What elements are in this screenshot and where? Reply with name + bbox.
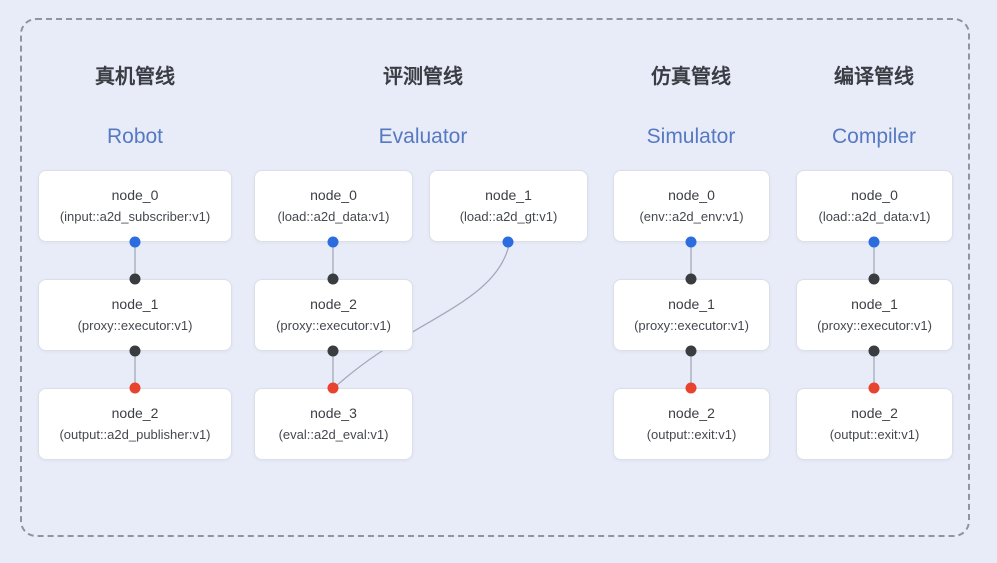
pipeline-title-en: Evaluator <box>378 125 468 148</box>
red-port-dot <box>129 382 141 394</box>
red-port-dot <box>685 382 697 394</box>
node-title: node_1 <box>851 296 898 312</box>
simulator-node-1: node_1 (proxy::executor:v1) <box>613 279 770 351</box>
black-port-dot <box>868 273 880 285</box>
blue-port-dot <box>327 236 339 248</box>
simulator-node-0: node_0 (env::a2d_env:v1) <box>613 170 770 242</box>
node-title: node_2 <box>111 405 159 421</box>
red-port-dot <box>327 382 339 394</box>
node-title: node_1 <box>668 296 715 312</box>
header-simulator: 仿真管线 Simulator <box>571 64 811 150</box>
evaluator-node-3: node_3 (eval::a2d_eval:v1) <box>254 388 413 460</box>
node-title: node_0 <box>310 187 357 203</box>
node-title: node_1 <box>111 296 159 312</box>
robot-node-0: node_0 (input::a2d_subscriber:v1) <box>38 170 232 242</box>
node-title: node_0 <box>851 187 898 203</box>
black-port-dot <box>685 273 697 285</box>
pipeline-title-zh: 编译管线 <box>834 66 914 88</box>
node-subtitle: (proxy::executor:v1) <box>634 318 749 333</box>
blue-port-dot <box>502 236 514 248</box>
node-subtitle: (load::a2d_gt:v1) <box>459 209 558 224</box>
node-subtitle: (eval::a2d_eval:v1) <box>278 427 389 442</box>
node-subtitle: (env::a2d_env:v1) <box>639 209 744 224</box>
red-port-dot <box>868 382 880 394</box>
black-port-dot <box>129 345 141 357</box>
compiler-node-2: node_2 (output::exit:v1) <box>796 388 953 460</box>
header-compiler: 编译管线 Compiler <box>754 64 994 150</box>
node-subtitle: (output::exit:v1) <box>646 427 737 442</box>
black-port-dot <box>327 273 339 285</box>
robot-node-2: node_2 (output::a2d_publisher:v1) <box>38 388 232 460</box>
blue-port-dot <box>685 236 697 248</box>
node-title: node_1 <box>485 187 532 203</box>
pipeline-title-zh: 真机管线 <box>95 66 175 88</box>
node-subtitle: (proxy::executor:v1) <box>77 318 193 333</box>
compiler-node-1: node_1 (proxy::executor:v1) <box>796 279 953 351</box>
node-subtitle: (load::a2d_data:v1) <box>277 209 390 224</box>
node-subtitle: (load::a2d_data:v1) <box>818 209 931 224</box>
header-robot: 真机管线 Robot <box>15 64 255 150</box>
node-title: node_0 <box>111 187 159 203</box>
pipeline-title-en: Robot <box>106 125 164 148</box>
pipeline-title-zh: 评测管线 <box>383 66 463 88</box>
blue-port-dot <box>129 236 141 248</box>
black-port-dot <box>327 345 339 357</box>
node-subtitle: (proxy::executor:v1) <box>817 318 932 333</box>
dashed-border-frame <box>20 18 970 537</box>
black-port-dot <box>685 345 697 357</box>
evaluator-node-0: node_0 (load::a2d_data:v1) <box>254 170 413 242</box>
node-title: node_2 <box>310 296 357 312</box>
node-subtitle: (output::a2d_publisher:v1) <box>59 427 211 442</box>
black-port-dot <box>129 273 141 285</box>
black-port-dot <box>868 345 880 357</box>
evaluator-node-2: node_2 (proxy::executor:v1) <box>254 279 413 351</box>
node-title: node_0 <box>668 187 715 203</box>
header-evaluator: 评测管线 Evaluator <box>303 64 543 150</box>
pipeline-title-en: Simulator <box>646 125 736 148</box>
compiler-node-0: node_0 (load::a2d_data:v1) <box>796 170 953 242</box>
node-subtitle: (input::a2d_subscriber:v1) <box>59 209 211 224</box>
edge-eval-1-3-curve <box>333 244 510 389</box>
blue-port-dot <box>868 236 880 248</box>
evaluator-node-1: node_1 (load::a2d_gt:v1) <box>429 170 588 242</box>
node-title: node_3 <box>310 405 357 421</box>
node-subtitle: (proxy::executor:v1) <box>276 318 391 333</box>
robot-node-1: node_1 (proxy::executor:v1) <box>38 279 232 351</box>
node-subtitle: (output::exit:v1) <box>829 427 920 442</box>
pipeline-title-en: Compiler <box>831 125 917 148</box>
node-title: node_2 <box>668 405 715 421</box>
pipeline-title-zh: 仿真管线 <box>651 66 731 88</box>
node-title: node_2 <box>851 405 898 421</box>
simulator-node-2: node_2 (output::exit:v1) <box>613 388 770 460</box>
